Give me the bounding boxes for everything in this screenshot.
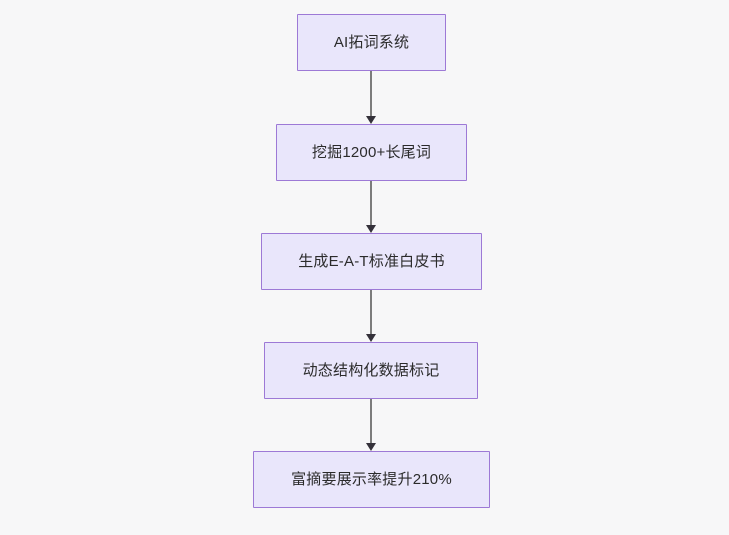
arrow-down-icon xyxy=(365,225,376,233)
flowchart-node-label: 富摘要展示率提升210% xyxy=(291,470,452,488)
flowchart-node-mine-longtail-keywords[interactable]: 挖掘1200+长尾词 xyxy=(276,124,467,181)
flowchart-edge-line xyxy=(370,399,372,443)
flowchart-node-label: AI拓词系统 xyxy=(333,33,410,51)
flowchart-edge-line xyxy=(370,71,372,116)
flowchart-node-rich-snippet-impression-uplift[interactable]: 富摘要展示率提升210% xyxy=(253,451,490,508)
arrow-down-icon xyxy=(365,116,376,124)
flowchart-node-label: 挖掘1200+长尾词 xyxy=(311,143,432,161)
flowchart-node-ai-keyword-system[interactable]: AI拓词系统 xyxy=(297,14,446,71)
arrow-down-icon xyxy=(365,443,376,451)
flowchart-node-label: 生成E-A-T标准白皮书 xyxy=(298,252,445,270)
flowchart-node-generate-eat-whitepaper[interactable]: 生成E-A-T标准白皮书 xyxy=(261,233,482,290)
arrow-down-icon xyxy=(365,334,376,342)
flowchart-edge-line xyxy=(370,181,372,225)
flowchart-node-dynamic-structured-data-markup[interactable]: 动态结构化数据标记 xyxy=(264,342,478,399)
flowchart-edge-line xyxy=(370,290,372,334)
flowchart-node-label: 动态结构化数据标记 xyxy=(302,361,440,379)
